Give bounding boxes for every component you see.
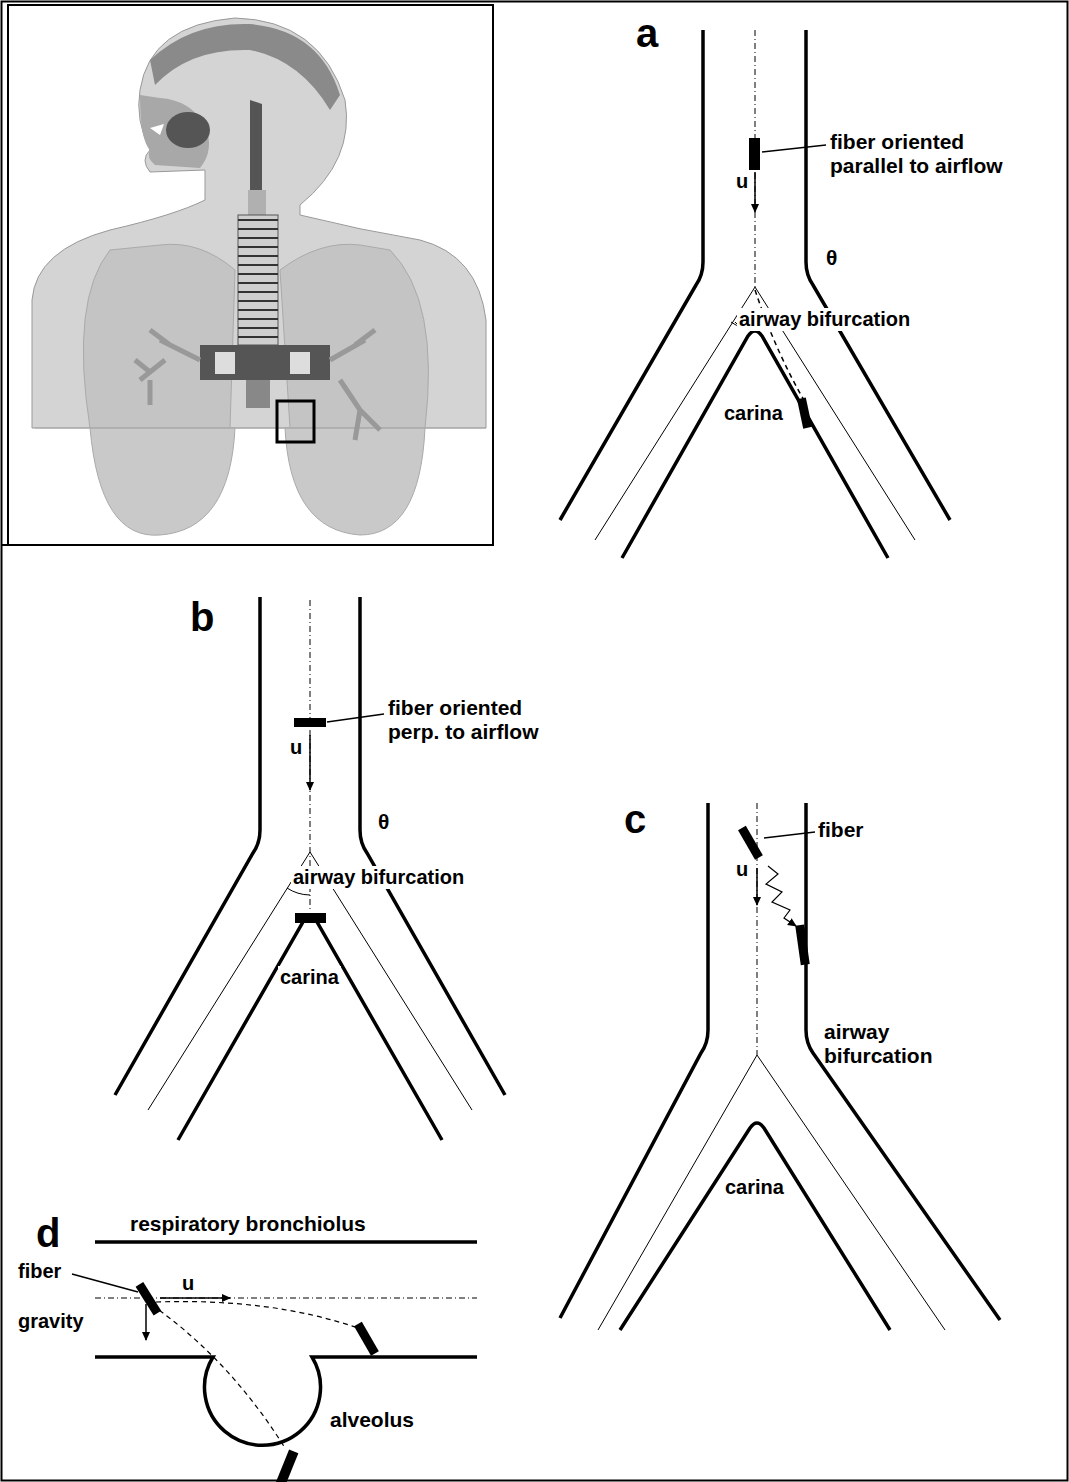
- callout-label: fiber oriented parallel to airflow: [830, 130, 1040, 178]
- callout-label: fiber oriented perp. to airflow: [388, 696, 578, 744]
- velocity-symbol: u: [180, 1272, 196, 1295]
- callout-label: fiber: [818, 818, 864, 842]
- panel-letter: d: [36, 1210, 60, 1256]
- fiber: [797, 397, 812, 428]
- callout-label: fiber: [18, 1260, 61, 1283]
- panel-letter: b: [190, 594, 214, 640]
- bronchiolus-alveolus-d: [72, 1242, 477, 1448]
- part-label: carina: [278, 966, 341, 989]
- part-label: carina: [722, 402, 785, 425]
- airway-bifurcation-b: [115, 597, 505, 1140]
- fiber: [738, 826, 763, 860]
- part-label: respiratory bronchiolus: [130, 1212, 366, 1236]
- airway-bifurcation-a: [560, 30, 950, 558]
- panel-letter: c: [624, 796, 646, 842]
- force-label: gravity: [18, 1310, 84, 1333]
- fiber: [749, 138, 760, 170]
- fiber: [354, 1322, 379, 1356]
- fiber: [276, 1449, 299, 1482]
- part-label: carina: [723, 1176, 786, 1199]
- fiber: [294, 718, 326, 727]
- airway-bifurcation-c: [560, 803, 1000, 1330]
- body-inset: [32, 18, 486, 535]
- velocity-symbol: u: [736, 170, 748, 193]
- velocity-symbol: u: [736, 858, 748, 881]
- angle-symbol: airway bifurcation: [291, 866, 466, 889]
- panel-letter: a: [636, 10, 658, 56]
- fiber: [295, 913, 326, 923]
- velocity-symbol: u: [290, 736, 302, 759]
- fiber: [136, 1282, 162, 1316]
- fiber: [795, 924, 809, 965]
- angle-symbol: airway bifurcation: [737, 308, 912, 331]
- part-label: alveolus: [330, 1408, 414, 1432]
- inset-frame: [8, 5, 493, 545]
- part-label: airway bifurcation: [824, 1020, 964, 1068]
- part-label: θ: [378, 810, 518, 834]
- part-label: θ: [826, 246, 966, 270]
